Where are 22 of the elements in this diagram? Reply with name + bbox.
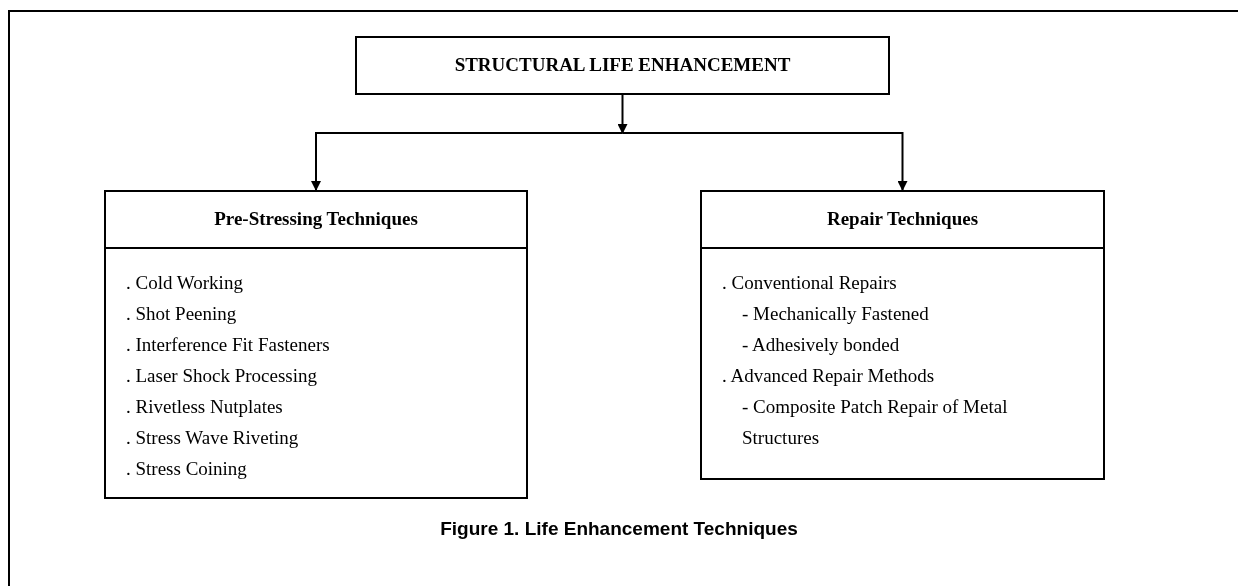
list-item: . Advanced Repair Methods bbox=[722, 364, 936, 388]
list-item: . Rivetless Nutplates bbox=[126, 395, 284, 419]
list-item: - Mechanically Fastened bbox=[741, 302, 930, 326]
list-item: - Adhesively bonded bbox=[741, 333, 901, 357]
list-item: . Laser Shock Processing bbox=[126, 364, 319, 388]
arrow bbox=[617, 94, 628, 134]
title-box bbox=[355, 36, 890, 95]
category-box bbox=[700, 190, 1105, 480]
list-item: . Interference Fit Fasteners bbox=[126, 333, 331, 357]
list-item: - Composite Patch Repair of Metal Structures bbox=[741, 395, 1009, 450]
category-box bbox=[104, 190, 528, 499]
list-item: . Stress Wave Riveting bbox=[126, 426, 300, 450]
box-heading: Repair Techniques bbox=[826, 207, 979, 232]
arrow bbox=[311, 132, 624, 191]
list-item: . Stress Coining bbox=[126, 457, 248, 481]
list-item: . Shot Peening bbox=[126, 302, 238, 326]
figure-caption: Figure 1. Life Enhancement Techniques bbox=[440, 517, 798, 541]
box-heading: Pre-Stressing Techniques bbox=[214, 207, 418, 232]
list-item: . Cold Working bbox=[126, 271, 244, 295]
arrow bbox=[621, 132, 908, 191]
list-item: . Conventional Repairs bbox=[722, 271, 898, 295]
box-title: STRUCTURAL LIFE ENHANCEMENT bbox=[454, 53, 791, 78]
